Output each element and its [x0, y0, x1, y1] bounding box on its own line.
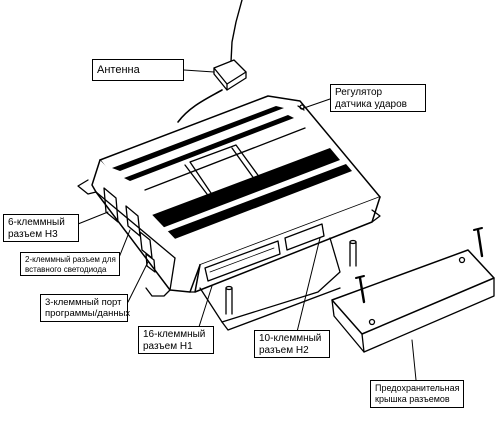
- antenna-icon: [177, 0, 247, 123]
- shock-sensor-label: Регулятор датчика ударов: [330, 84, 426, 112]
- screw-icon: [355, 227, 484, 304]
- led-connector-label: 2-клеммный разъем для вставного светодио…: [20, 252, 120, 276]
- connector-h2-label: 10-клеммный разъем Н2: [254, 330, 330, 358]
- antenna-label: Антенна: [92, 59, 184, 81]
- control-unit-body: [77, 95, 381, 297]
- connector-cover: [331, 249, 495, 353]
- program-port-label: 3-клеммный порт программы/данных: [40, 294, 130, 322]
- leader-lines: [77, 69, 417, 381]
- protective-cover-label: Предохранительная крышка разъемов: [370, 380, 464, 408]
- connector-bay: [199, 237, 357, 331]
- connector-h1-label: 16-клеммный разъем Н1: [138, 326, 214, 354]
- connector-h3-label: 6-клеммный разъем Н3: [3, 214, 79, 242]
